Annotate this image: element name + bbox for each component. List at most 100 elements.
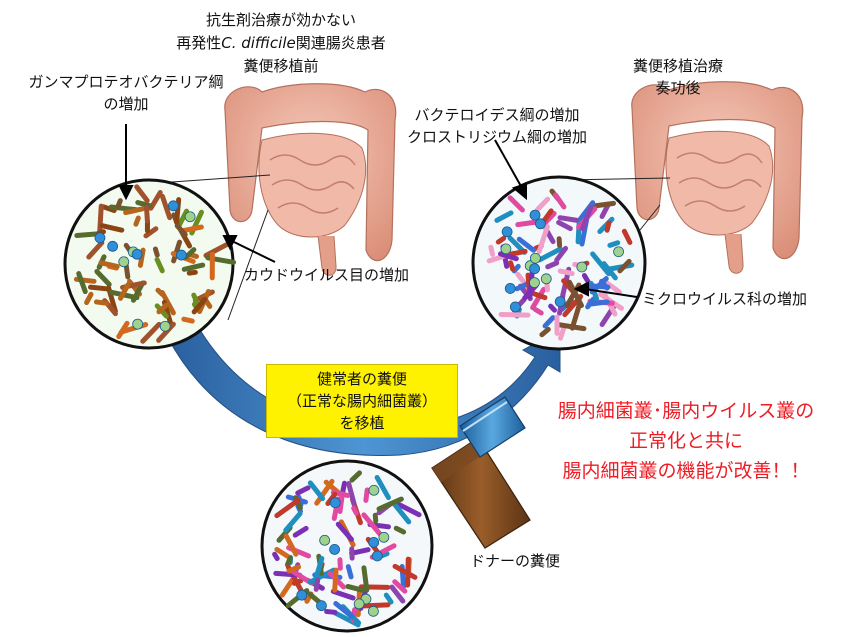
bacterium: [566, 279, 585, 308]
bacterium: [115, 198, 123, 209]
virus-particle: [329, 543, 340, 555]
bacterium: [333, 601, 354, 619]
bacterium: [372, 512, 379, 524]
bacterium: [376, 496, 404, 512]
intestine-after: [631, 81, 804, 274]
result-text: 腸内細菌叢･腸内ウイルス叢の 正常化と共に 腸内細菌叢の機能が改善！！: [527, 396, 845, 486]
bacterium: [392, 502, 412, 525]
bacterium: [494, 210, 514, 223]
header-before-line2: 再発性C. difficile関連腸炎患者: [166, 33, 396, 53]
label-caudo: カウドウイルス目の増加: [244, 266, 410, 284]
bacterium: [100, 204, 117, 213]
bacterium: [76, 271, 88, 295]
bacterium: [362, 602, 391, 609]
bacterium: [87, 284, 111, 292]
virus-particle: [529, 263, 540, 275]
bacterium: [130, 280, 146, 303]
bacterium: [84, 291, 94, 306]
bacterium: [495, 235, 507, 245]
microbiome-circle-before: [63, 178, 237, 350]
bacterium: [93, 299, 110, 306]
bacterium: [274, 546, 291, 560]
header-after-line1: 糞便移植治療: [632, 57, 723, 75]
bacterium: [361, 512, 383, 537]
pointer-arrows: [118, 124, 638, 298]
bacterium: [497, 251, 519, 262]
virus-particle: [175, 249, 187, 261]
bacterium: [283, 511, 303, 533]
bacterium: [592, 200, 617, 209]
transplant-line2: （正常な腸内細菌叢）: [286, 392, 437, 410]
virus-particle: [540, 273, 552, 285]
bacterium: [498, 311, 531, 318]
bacterium: [395, 501, 422, 518]
bacterium: [286, 564, 302, 574]
bacterium: [98, 260, 120, 269]
virus-particle: [371, 550, 383, 562]
bacterium: [553, 192, 567, 210]
bacterium: [556, 219, 573, 232]
bacterium: [283, 533, 299, 557]
virus-particle: [329, 497, 341, 509]
stool-jar: [431, 396, 531, 549]
bacterium: [607, 240, 621, 248]
bacterium: [590, 251, 612, 277]
transplant-line1: 健常者の糞便: [316, 370, 407, 388]
label-gamma-line1: ガンマプロテオバクテリア綱: [28, 73, 224, 91]
virus-particle: [159, 320, 171, 332]
virus-particle: [529, 209, 541, 221]
bacterium: [516, 236, 537, 253]
bacterium: [361, 565, 370, 593]
bacterium: [346, 481, 357, 507]
header-after-line2: 奏功後: [655, 79, 701, 97]
header-before-line1: 抗生剤治療が効かない: [205, 11, 356, 29]
bacterium: [181, 262, 206, 272]
bacterium: [586, 299, 610, 307]
microbiome-circle-donor: [260, 459, 434, 633]
bacterium: [554, 314, 560, 336]
bacterium: [152, 246, 160, 258]
bacterium: [144, 205, 150, 224]
bacterium: [539, 326, 551, 338]
virus-particle: [378, 531, 390, 543]
bacterium: [289, 568, 314, 586]
bacterium: [134, 184, 150, 204]
virus-particle: [554, 296, 566, 308]
bacterium: [351, 505, 359, 516]
bacterium: [94, 268, 112, 287]
virus-particle: [132, 318, 144, 330]
bacterium: [186, 269, 198, 276]
header-before-suffix: 関連腸炎患者: [295, 34, 386, 52]
virus-particle: [168, 200, 179, 212]
bacterium: [332, 610, 361, 628]
bacterium: [335, 521, 354, 542]
bacterium: [332, 567, 339, 593]
bacterium: [617, 258, 632, 274]
virus-particle: [316, 600, 327, 612]
bacterium: [307, 480, 326, 502]
bacterium: [133, 215, 141, 227]
bacterium: [154, 256, 165, 274]
bacterium: [531, 291, 548, 301]
virus-particle: [529, 252, 541, 264]
bacterium: [159, 193, 173, 221]
result-line1: 腸内細菌叢･腸内ウイルス叢の: [557, 400, 815, 422]
bacterium: [537, 246, 563, 263]
transplant-line3: を移植: [339, 414, 385, 432]
bacterium: [156, 321, 176, 343]
virus-particle: [535, 218, 546, 230]
bacterium: [174, 223, 188, 238]
header-before-prefix: 再発性: [176, 34, 222, 52]
bacterium: [557, 215, 579, 223]
virus-particle: [504, 283, 516, 294]
bacterium: [363, 487, 370, 503]
bacterium: [601, 278, 622, 295]
bacterium: [580, 205, 594, 232]
bacterium: [123, 206, 146, 216]
header-before-organism: C. difficile: [221, 34, 296, 52]
virus-particle: [118, 256, 130, 268]
virus-particle: [576, 261, 588, 273]
virus-particle: [368, 484, 380, 496]
bacterium: [345, 583, 366, 593]
bacterium: [312, 555, 325, 586]
